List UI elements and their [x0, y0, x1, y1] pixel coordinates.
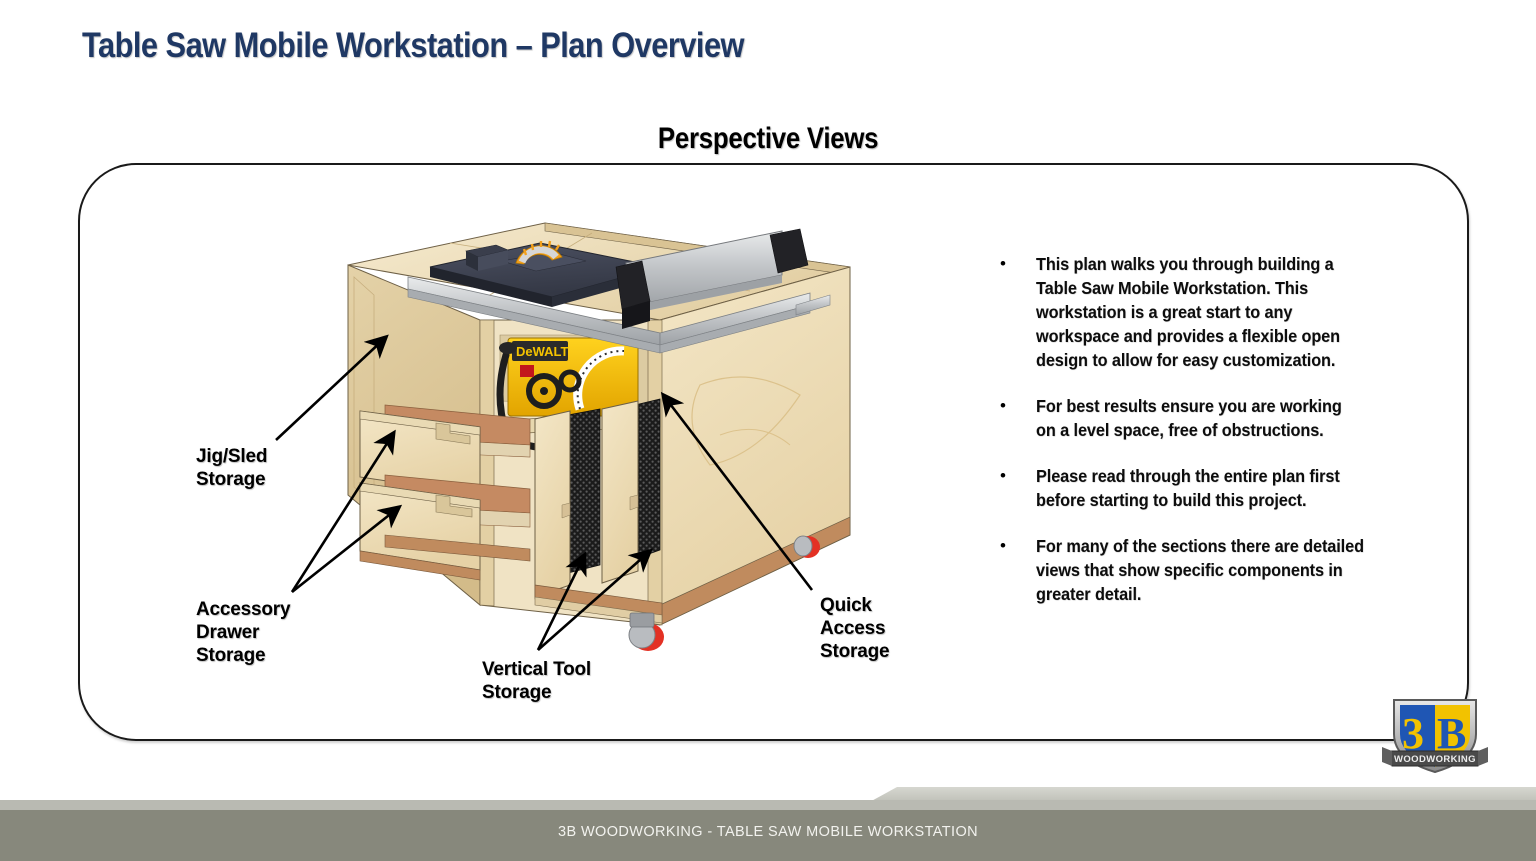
list-item-text: For many of the sections there are detai…: [1036, 536, 1364, 604]
bullet-marker-icon: •: [1000, 536, 1006, 555]
callout-quick-access: Quick Access Storage: [820, 595, 890, 662]
caster: [793, 535, 820, 558]
logo-banner-label: WOODWORKING: [1394, 754, 1476, 765]
section-heading: Perspective Views: [0, 122, 1536, 156]
list-item: • For many of the sections there are det…: [1000, 534, 1390, 606]
logo-digit-3: 3: [1402, 709, 1424, 758]
footer-divider-strip: [0, 800, 1536, 810]
list-item: • For best results ensure you are workin…: [1000, 394, 1390, 442]
footer-text: 3B WOODWORKING - TABLE SAW MOBILE WORKST…: [557, 824, 978, 840]
callout-vertical-tool: Vertical Tool Storage: [482, 659, 591, 703]
callout-jig-sled: Jig/Sled Storage: [196, 446, 268, 490]
callout-accessory-drawer: Accessory Drawer Storage: [196, 599, 291, 666]
workstation-illustration: DeWALT: [330, 205, 890, 675]
bullet-marker-icon: •: [1000, 254, 1006, 273]
brand-logo: 3 B WOODWORKING: [1382, 688, 1488, 776]
bullet-marker-icon: •: [1000, 466, 1006, 485]
list-item: • This plan walks you through building a…: [1000, 252, 1390, 372]
logo-letter-b: B: [1437, 709, 1466, 758]
list-item-text: Please read through the entire plan firs…: [1036, 466, 1340, 510]
content-frame: [78, 163, 1469, 741]
page-title: Table Saw Mobile Workstation – Plan Over…: [82, 26, 745, 65]
plan-notes-list: • This plan walks you through building a…: [1000, 252, 1390, 628]
bullet-marker-icon: •: [1000, 396, 1006, 415]
list-item-text: This plan walks you through building a T…: [1036, 254, 1340, 370]
list-item: • Please read through the entire plan fi…: [1000, 464, 1390, 512]
section-heading-label: Perspective Views: [657, 122, 879, 155]
footer-bar: [0, 810, 1536, 861]
saw-brand-label: DeWALT: [516, 344, 569, 359]
list-item-text: For best results ensure you are working …: [1036, 396, 1342, 440]
